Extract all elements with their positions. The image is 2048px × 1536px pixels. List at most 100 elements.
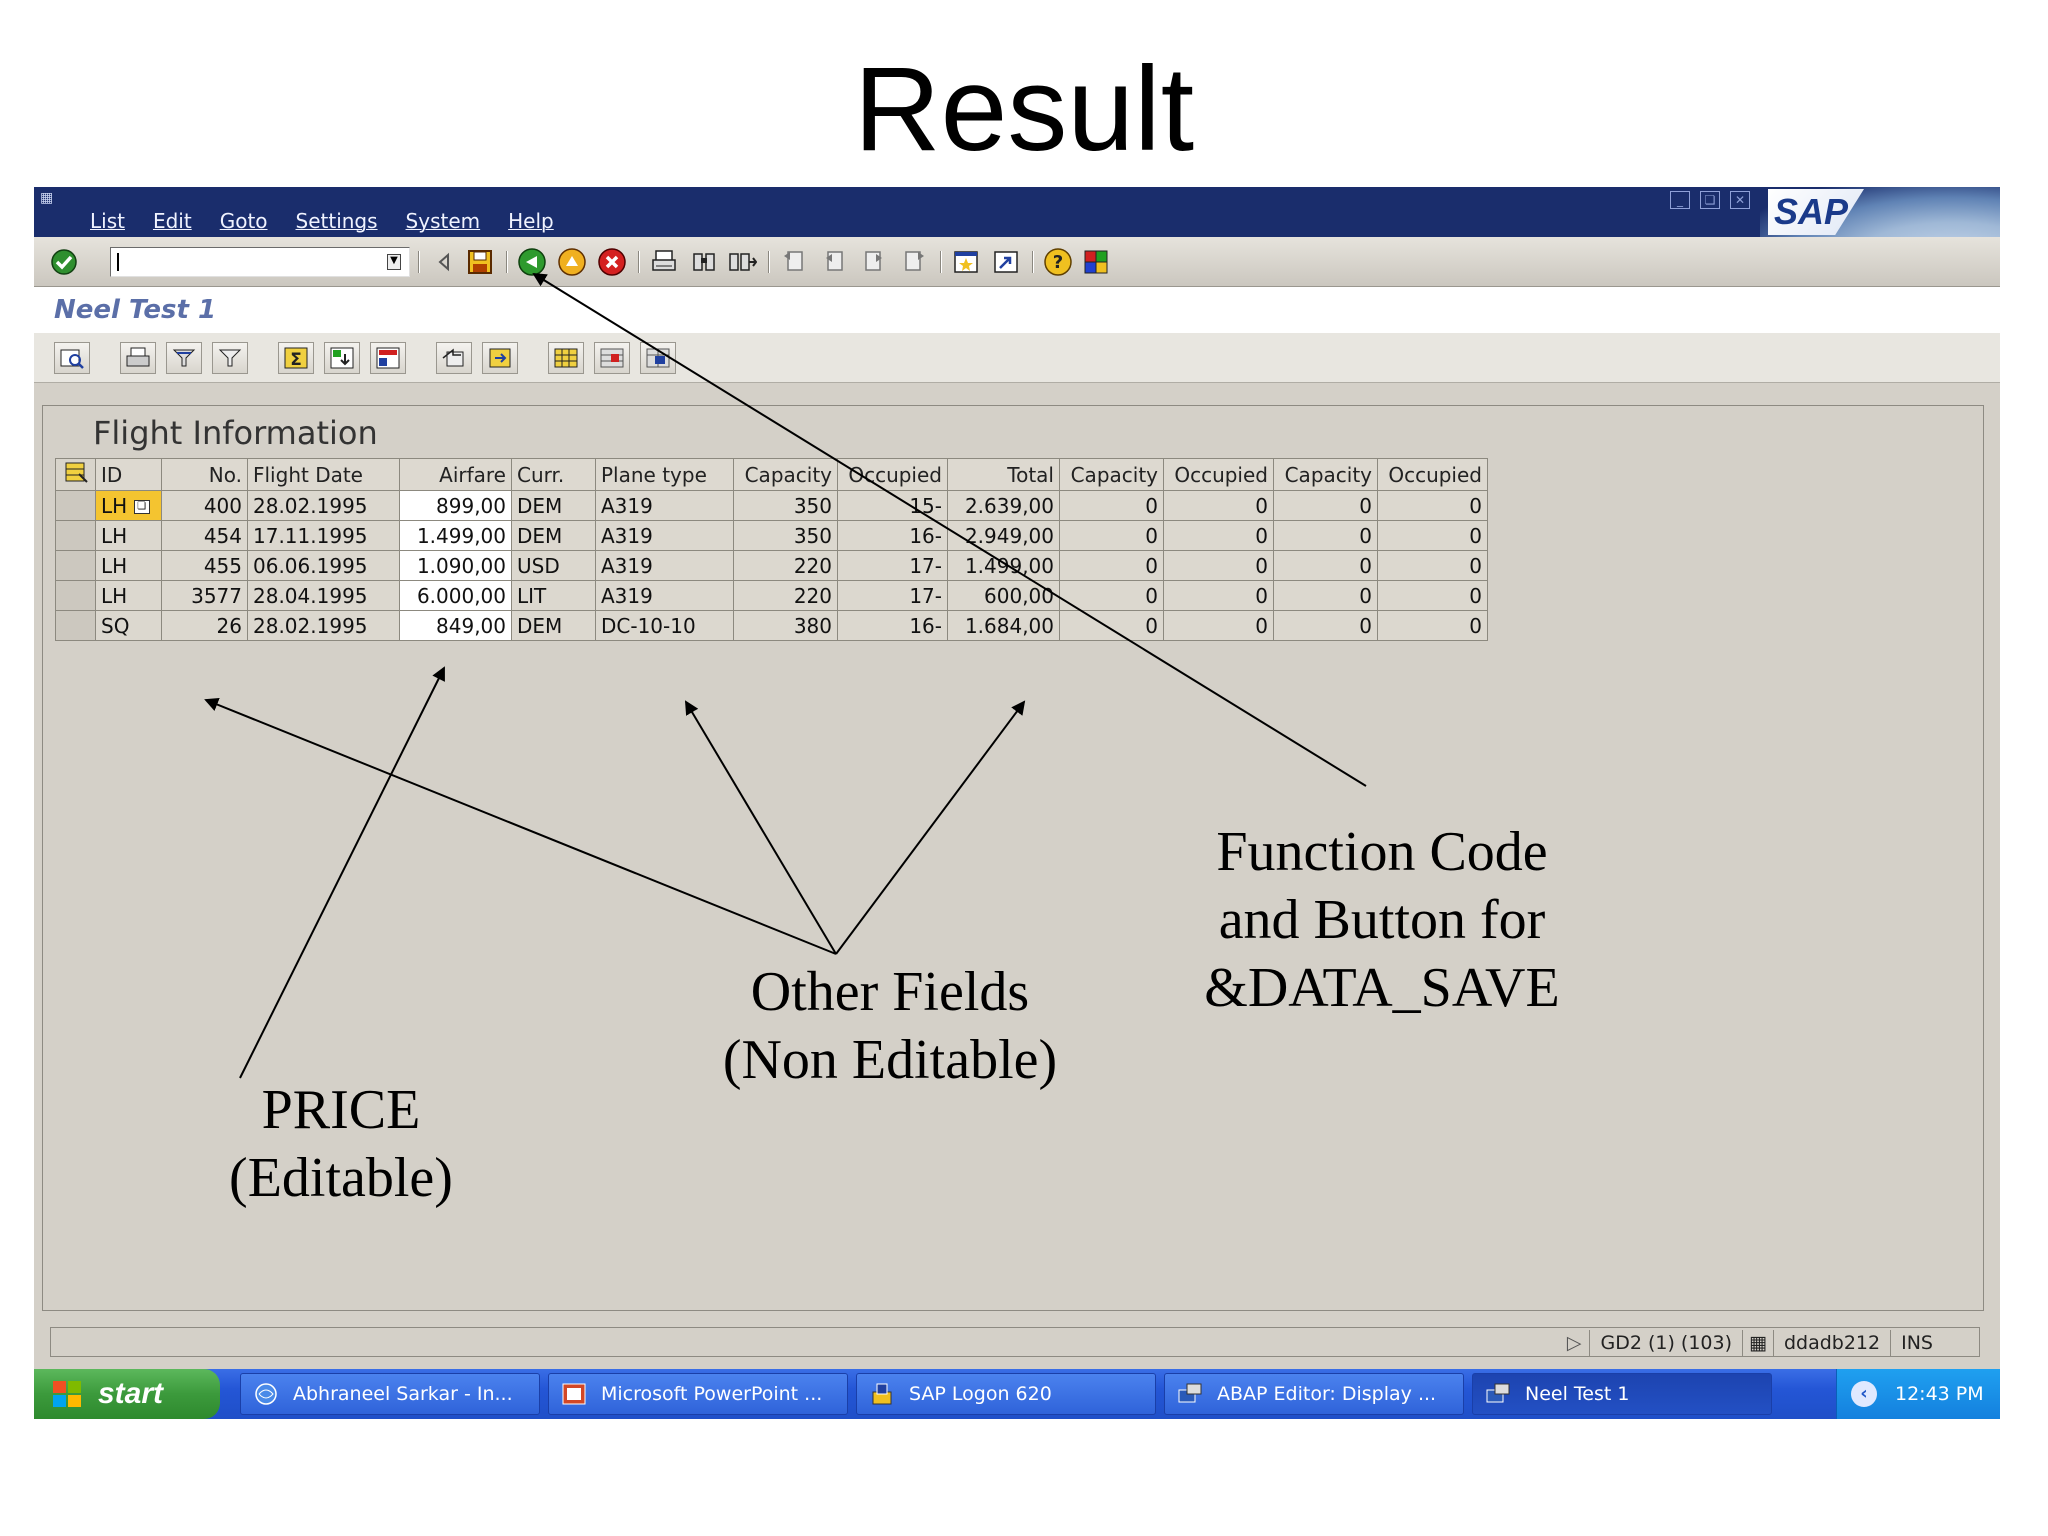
- save-icon[interactable]: [464, 247, 496, 277]
- last-page-icon[interactable]: [898, 247, 930, 277]
- col-header-no[interactable]: No.: [161, 458, 248, 491]
- screen-title-bar: Neel Test 1: [34, 287, 2000, 333]
- cell-capacity-2: 0: [1059, 610, 1164, 641]
- col-header-plane-type[interactable]: Plane type: [595, 458, 734, 491]
- system-menu-icon[interactable]: ▦: [40, 190, 54, 206]
- cell-no: 400: [161, 490, 248, 521]
- menu-system[interactable]: System: [405, 209, 481, 233]
- previous-page-icon[interactable]: [818, 247, 850, 277]
- shortcut-icon[interactable]: [990, 247, 1022, 277]
- command-field[interactable]: ▼: [110, 247, 410, 277]
- taskbar-item-abap-editor[interactable]: ABAP Editor: Display ...: [1164, 1373, 1464, 1415]
- col-header-airfare[interactable]: Airfare: [399, 458, 512, 491]
- restore-icon[interactable]: ❏: [1700, 191, 1720, 209]
- print-icon[interactable]: [648, 247, 680, 277]
- command-history-icon[interactable]: ▼: [387, 254, 401, 270]
- taskbar-item-sap-logon[interactable]: SAP Logon 620: [856, 1373, 1156, 1415]
- cell-occupied: 17-: [837, 550, 948, 581]
- subtotal-icon[interactable]: [324, 342, 360, 374]
- close-icon[interactable]: ✕: [1730, 191, 1750, 209]
- col-header-occupied[interactable]: Occupied: [837, 458, 948, 491]
- annotation-func-line2: and Button for: [1218, 889, 1546, 951]
- row-selector[interactable]: [55, 520, 96, 551]
- row-selector[interactable]: [55, 550, 96, 581]
- taskbar-item-neel-test[interactable]: Neel Test 1: [1472, 1373, 1772, 1415]
- application-toolbar: Σ: [34, 333, 2000, 383]
- annotation-other-line1: Other Fields: [750, 961, 1030, 1023]
- taskbar-item-browser[interactable]: Abhraneel Sarkar - In...: [240, 1373, 540, 1415]
- layout-save-icon[interactable]: [640, 342, 676, 374]
- col-header-capacity-3[interactable]: Capacity: [1273, 458, 1378, 491]
- back-icon[interactable]: [516, 247, 548, 277]
- print-preview-icon[interactable]: [370, 342, 406, 374]
- start-label: start: [98, 1377, 164, 1410]
- sum-icon[interactable]: Σ: [278, 342, 314, 374]
- create-session-icon[interactable]: [950, 247, 982, 277]
- cell-capacity: 350: [733, 490, 838, 521]
- grid-settings-icon[interactable]: [55, 458, 96, 491]
- print-list-icon[interactable]: [120, 342, 156, 374]
- row-selector[interactable]: [55, 490, 96, 521]
- menu-help[interactable]: Help: [508, 209, 554, 233]
- col-header-capacity-2[interactable]: Capacity: [1059, 458, 1164, 491]
- cell-capacity-3: 0: [1273, 610, 1378, 641]
- menu-edit[interactable]: Edit: [152, 209, 192, 233]
- status-server: ddadb212: [1772, 1330, 1890, 1356]
- layout-select-icon[interactable]: [594, 342, 630, 374]
- cell-occupied-3: 0: [1377, 610, 1488, 641]
- menu-settings[interactable]: Settings: [295, 209, 378, 233]
- minimize-icon[interactable]: _: [1670, 191, 1690, 209]
- cell-capacity: 350: [733, 520, 838, 551]
- show-hidden-icons-icon[interactable]: ‹: [1851, 1381, 1877, 1407]
- cell-id: LH: [95, 520, 162, 551]
- cell-id: SQ: [95, 610, 162, 641]
- cell-capacity-2: 0: [1059, 490, 1164, 521]
- status-server-icon[interactable]: ▦: [1742, 1330, 1773, 1356]
- start-button[interactable]: start: [34, 1369, 220, 1419]
- annotation-function-code: Function Code and Button for &DATA_SAVE: [1170, 818, 1594, 1022]
- cell-capacity-3: 0: [1273, 490, 1378, 521]
- sort-ascending-icon[interactable]: [166, 342, 202, 374]
- help-icon[interactable]: ?: [1042, 247, 1074, 277]
- col-header-capacity[interactable]: Capacity: [733, 458, 838, 491]
- f4-help-icon[interactable]: ❏: [133, 500, 150, 514]
- find-next-icon[interactable]: [726, 247, 758, 277]
- cell-currency: DEM: [511, 490, 596, 521]
- enter-icon[interactable]: [48, 247, 80, 277]
- exit-icon[interactable]: [556, 247, 588, 277]
- menu-goto[interactable]: Goto: [219, 209, 268, 233]
- find-icon[interactable]: [688, 247, 720, 277]
- cell-airfare-input[interactable]: 1.090,00: [399, 550, 512, 581]
- col-header-flight-date[interactable]: Flight Date: [247, 458, 400, 491]
- cell-airfare-input[interactable]: 899,00: [399, 490, 512, 521]
- menu-bar: ▦ List Edit Goto Settings System Help _ …: [34, 187, 2000, 237]
- cell-airfare-input[interactable]: 6.000,00: [399, 580, 512, 611]
- col-header-total[interactable]: Total: [947, 458, 1060, 491]
- filter-icon[interactable]: [212, 342, 248, 374]
- row-selector[interactable]: [55, 610, 96, 641]
- layout-change-icon[interactable]: [548, 342, 584, 374]
- col-header-currency[interactable]: Curr.: [511, 458, 596, 491]
- details-icon[interactable]: [54, 342, 90, 374]
- local-file-icon[interactable]: [482, 342, 518, 374]
- cancel-icon[interactable]: [596, 247, 628, 277]
- first-page-icon[interactable]: [778, 247, 810, 277]
- col-header-id[interactable]: ID: [95, 458, 162, 491]
- cell-id: LH: [95, 580, 162, 611]
- cell-airfare-input[interactable]: 1.499,00: [399, 520, 512, 551]
- layout-icon[interactable]: [1080, 247, 1112, 277]
- row-selector[interactable]: [55, 580, 96, 611]
- export-icon[interactable]: [436, 342, 472, 374]
- col-header-occupied-2[interactable]: Occupied: [1163, 458, 1274, 491]
- windows-flag-icon: [53, 1381, 81, 1407]
- system-tray: ‹ 12:43 PM: [1836, 1369, 2000, 1419]
- next-page-icon[interactable]: [858, 247, 890, 277]
- expand-icon[interactable]: [428, 247, 460, 277]
- status-expand-icon[interactable]: ▷: [1566, 1332, 1582, 1354]
- cell-id[interactable]: LH ❏: [95, 490, 162, 521]
- cell-airfare-input[interactable]: 849,00: [399, 610, 512, 641]
- col-header-occupied-3[interactable]: Occupied: [1377, 458, 1488, 491]
- taskbar-item-powerpoint[interactable]: Microsoft PowerPoint ...: [548, 1373, 848, 1415]
- cell-no: 454: [161, 520, 248, 551]
- menu-list[interactable]: List: [90, 209, 125, 233]
